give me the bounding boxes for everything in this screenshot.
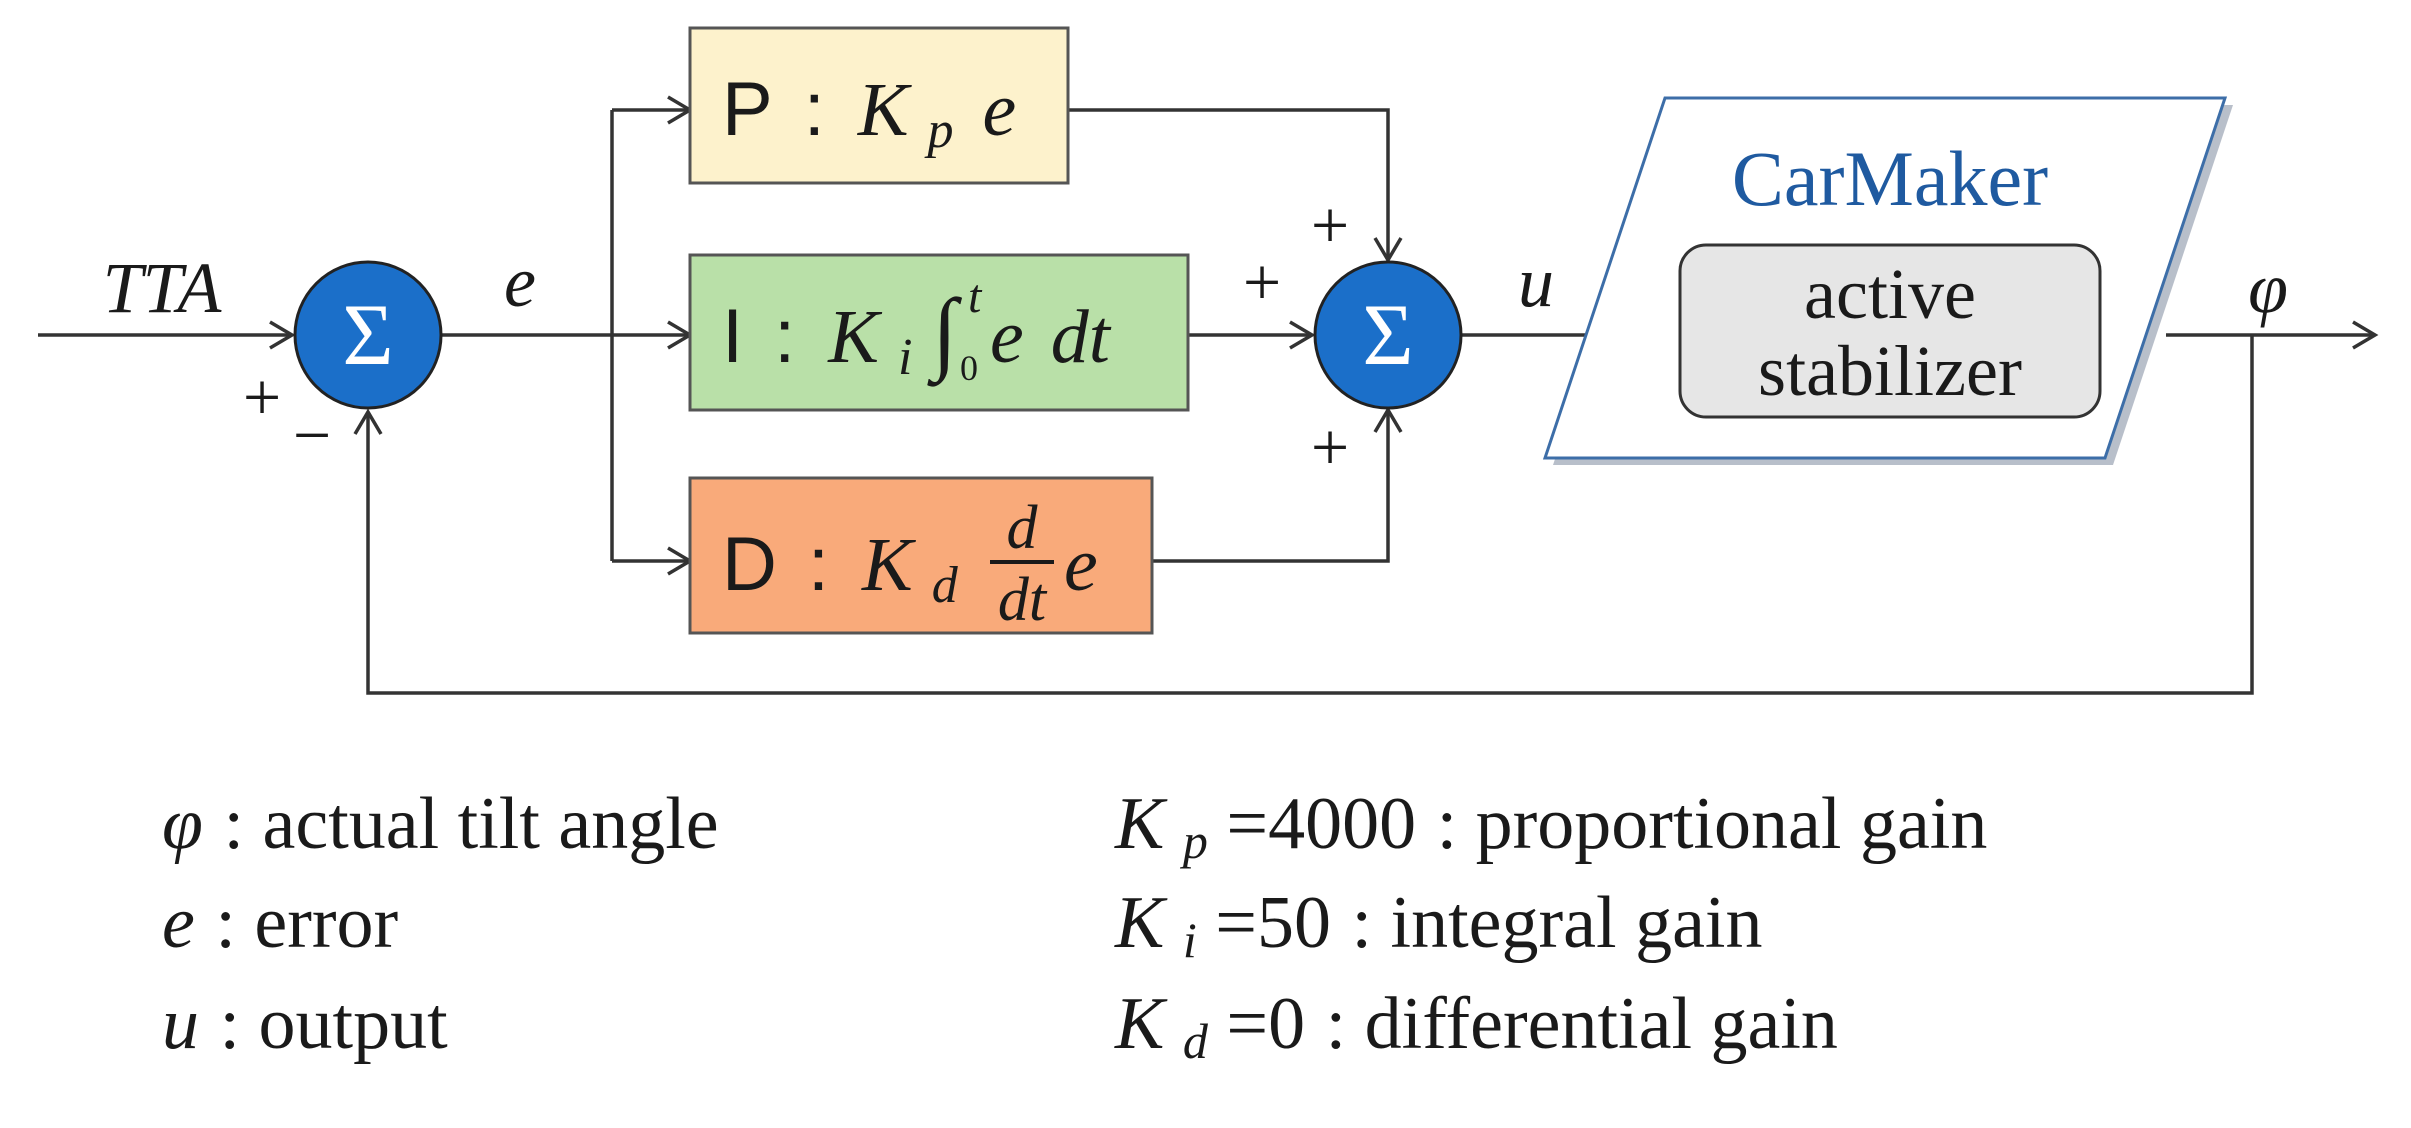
right-summing-junction: Σ	[1313, 260, 1463, 410]
i-output-arrowhead	[1289, 320, 1316, 350]
legend-ki: K i =50 : integral gain	[1114, 882, 1762, 974]
i-block-upper-limit: t	[968, 270, 983, 323]
legend-phi: φ : actual tilt angle	[162, 783, 719, 865]
d-block-fraction-denominator: dt	[998, 566, 1048, 634]
i-block: I : K i ∫ t 0 e dt	[688, 253, 1190, 412]
signal-wires	[38, 95, 2379, 695]
left-sum-circle	[293, 260, 443, 410]
carmaker-plant: CarMaker active stabilizer	[1542, 96, 2233, 465]
p-output-wire	[1068, 108, 1390, 260]
i-block-integral-sign: ∫	[927, 280, 962, 387]
i-block-integrand: e dt	[990, 295, 1112, 379]
right-sum-plus-left: +	[1243, 244, 1281, 320]
p-block-box	[688, 26, 1070, 185]
legend-e: e : error	[162, 882, 398, 964]
p-block: P : K p e	[688, 26, 1070, 185]
right-sum-circle	[1313, 260, 1463, 410]
d-block: D : K d d dt e	[688, 476, 1154, 635]
left-sum-plus-sign: +	[243, 359, 281, 435]
output-arrowhead	[2352, 320, 2379, 350]
right-sum-plus-bottom: +	[1311, 409, 1349, 485]
legend-u: u : output	[162, 983, 448, 1065]
carmaker-title: CarMaker	[1732, 135, 2048, 222]
signal-label-u: u	[1518, 242, 1554, 322]
legend-kp: K p =4000 : proportional gain	[1114, 783, 1987, 875]
feedback-arrowhead	[353, 408, 383, 435]
p-output-arrowhead	[1373, 237, 1403, 264]
stabilizer-line-2: stabilizer	[1758, 331, 2022, 411]
feedback-wire	[366, 335, 2254, 695]
i-block-box	[688, 253, 1190, 412]
legend: φ : actual tilt angle e : error u : outp…	[162, 783, 1987, 1075]
signal-label-phi: φ	[2248, 248, 2288, 328]
input-label-tta: TTA	[103, 248, 223, 328]
d-output-arrowhead	[1373, 406, 1403, 433]
legend-kd: K d =0 : differential gain	[1114, 983, 1838, 1075]
left-summing-junction: Σ	[293, 260, 443, 410]
signal-label-e: e	[504, 242, 536, 322]
left-sum-minus-sign: −	[293, 397, 331, 473]
d-block-box	[688, 476, 1154, 635]
left-sum-symbol: Σ	[342, 287, 393, 384]
input-arrowhead	[269, 320, 296, 350]
i-block-letter: I : K i	[722, 294, 912, 386]
p-block-formula: P : K p e	[722, 67, 1016, 164]
right-sum-plus-top: +	[1311, 187, 1349, 263]
d-block-letter: D : K d	[722, 522, 959, 614]
d-output-wire	[1152, 410, 1390, 563]
right-sum-symbol: Σ	[1362, 287, 1413, 384]
d-block-term: e	[1064, 523, 1098, 607]
d-block-fraction-numerator: d	[1007, 494, 1039, 562]
i-block-lower-limit: 0	[960, 348, 978, 388]
stabilizer-box	[1678, 243, 2102, 419]
stabilizer-line-1: active	[1804, 254, 1976, 334]
